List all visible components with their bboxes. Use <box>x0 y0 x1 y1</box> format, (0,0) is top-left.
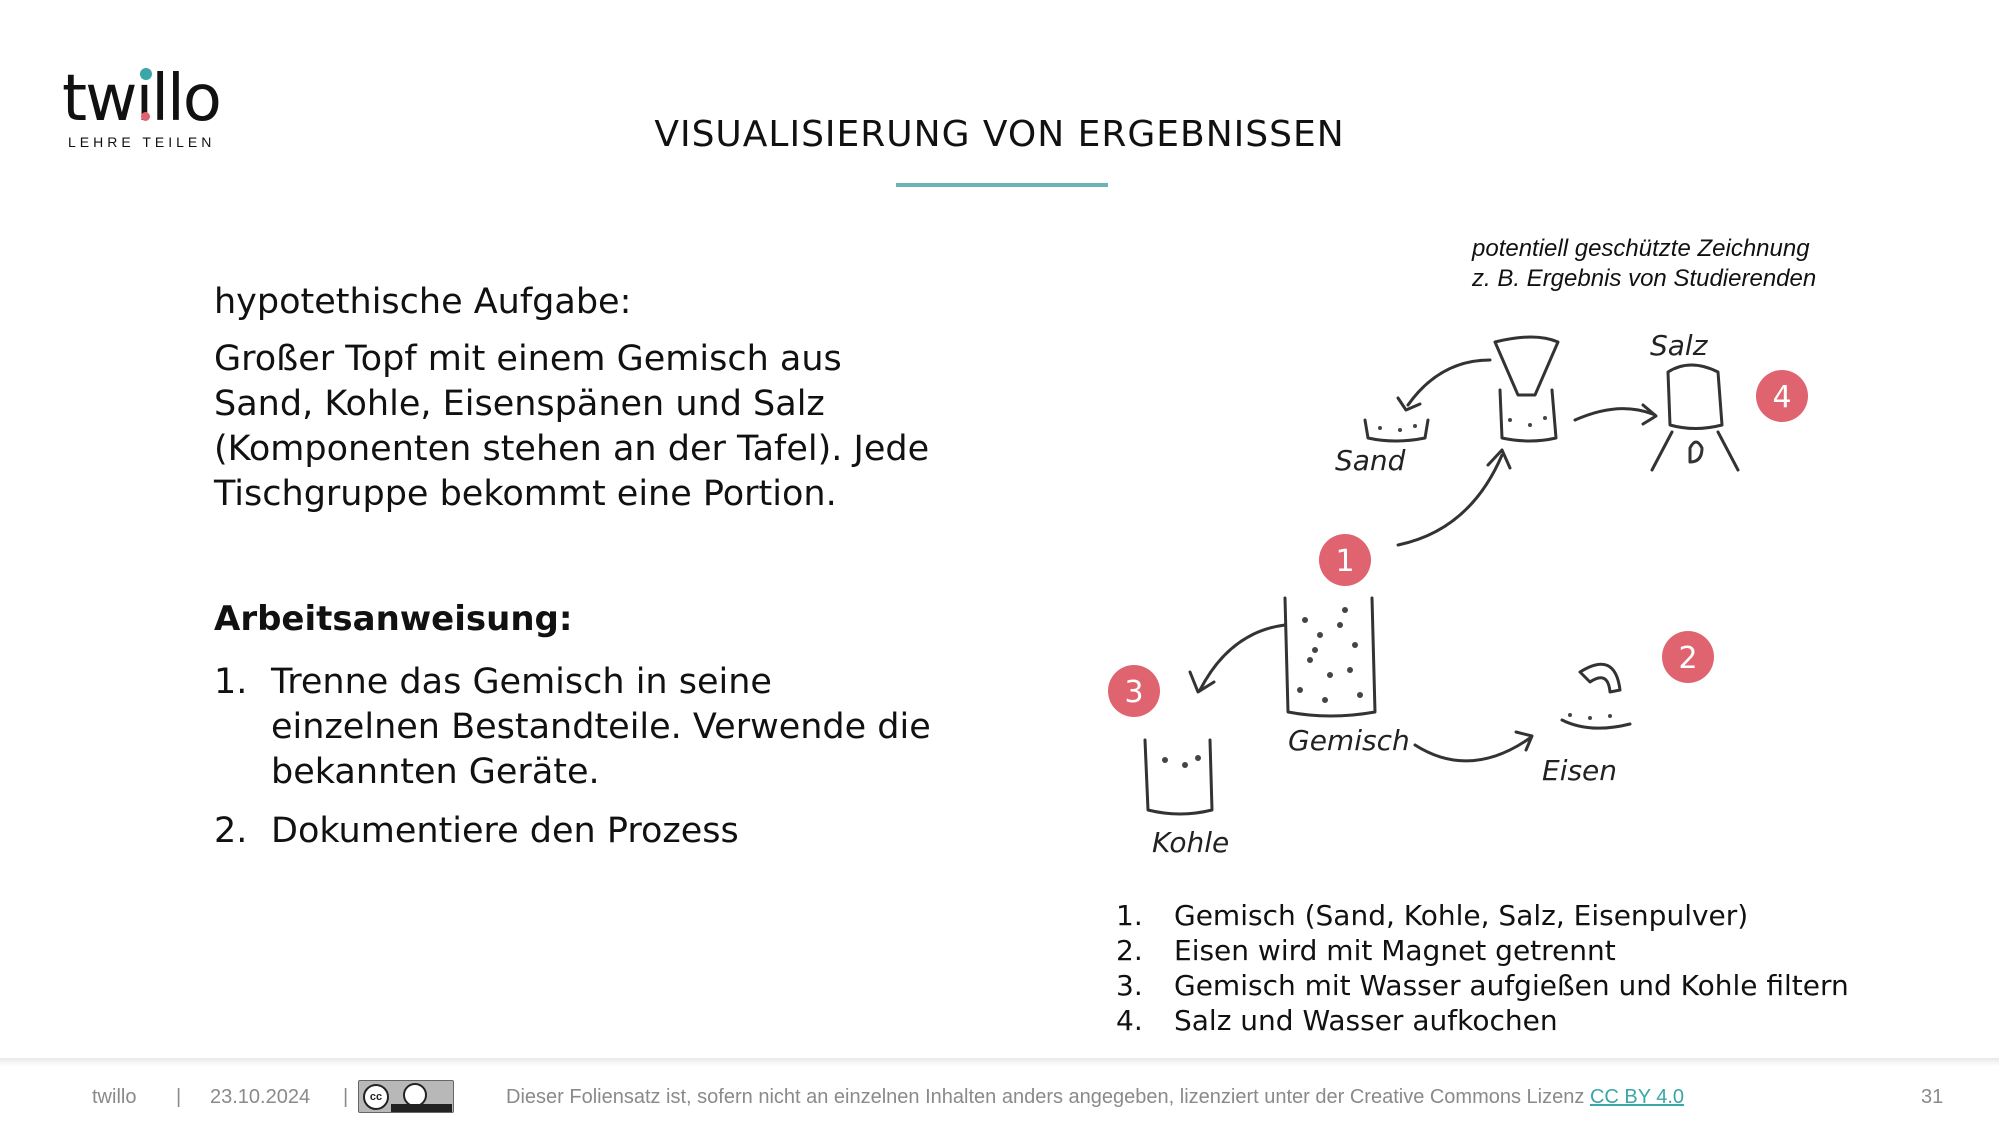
arrow-mix-to-funnel <box>1396 453 1504 547</box>
arrow-head <box>1641 403 1658 426</box>
label-eisen: Eisen <box>1542 754 1617 787</box>
iron-filings-tray <box>1560 718 1632 730</box>
arrow-head <box>1514 730 1534 752</box>
step-text: Eisen wird mit Magnet getrennt <box>1174 934 1616 967</box>
filter-beaker <box>1498 388 1558 443</box>
drawing-caption: potentiell geschützte Zeichnung z. B. Er… <box>1472 234 1816 294</box>
arrow-mix-to-eisen <box>1413 736 1532 763</box>
footer-date: 23.10.2024 <box>210 1086 311 1108</box>
logo-dot-teal <box>140 68 152 80</box>
footer-separator: | <box>176 1086 182 1108</box>
label-salz: Salz <box>1650 329 1709 362</box>
mixture-speckles <box>1162 416 1612 768</box>
burner-legs <box>1650 430 1740 472</box>
salt-beaker <box>1666 363 1724 430</box>
footer-separator: | <box>343 1086 349 1108</box>
caption-line-1: potentiell geschützte Zeichnung <box>1472 235 1810 262</box>
footer: twillo | 23.10.2024 | cc Dieser Foliensa… <box>0 1080 1999 1113</box>
license-link[interactable]: CC BY 4.0 <box>1589 1086 1685 1108</box>
twillo-logo: twillo LEHRE TEILEN <box>62 64 232 154</box>
badge-2-circle <box>1662 631 1714 683</box>
left-content: hypotethische Aufgabe: Großer Topf mit e… <box>214 280 934 868</box>
badge-4-circle <box>1756 370 1808 422</box>
task-label: hypotethische Aufgabe: <box>214 282 632 322</box>
badge-bar <box>391 1104 452 1112</box>
step-text: Gemisch mit Wasser aufgießen und Kohle f… <box>1174 969 1849 1002</box>
instruction-text: Dokumentiere den Prozess <box>271 811 739 851</box>
steps-list: 1. Gemisch (Sand, Kohle, Salz, Eisenpulv… <box>1116 898 1849 1038</box>
cc-icon: cc <box>363 1084 389 1110</box>
cc-by-badge-icon[interactable]: cc <box>358 1080 454 1113</box>
instructions-list: 1. Trenne das Gemisch in seine einzelnen… <box>214 660 934 854</box>
arrow-funnel-to-sand <box>1406 358 1492 407</box>
label-sand: Sand <box>1335 444 1406 477</box>
magnet <box>1578 662 1622 694</box>
instruction-item: 1. Trenne das Gemisch in seine einzelnen… <box>214 660 934 795</box>
slide-title: VISUALISIERUNG VON ERGEBNISSEN <box>654 114 1345 155</box>
burner-flame <box>1688 440 1704 464</box>
step-item: 4. Salz und Wasser aufkochen <box>1116 1003 1849 1038</box>
funnel-shape <box>1493 335 1560 397</box>
step-item: 3. Gemisch mit Wasser aufgießen und Kohl… <box>1116 968 1849 1003</box>
arrow-head <box>1396 396 1422 412</box>
page-number: 31 <box>1921 1086 1944 1108</box>
kohle-beaker <box>1143 738 1214 816</box>
logo-tagline: LEHRE TEILEN <box>68 134 216 150</box>
caption-line-2: z. B. Ergebnis von Studierenden <box>1472 265 1817 292</box>
footer-license: Dieser Foliensatz ist, sofern nicht an e… <box>506 1086 1684 1109</box>
license-text: Dieser Foliensatz ist, sofern nicht an e… <box>506 1086 1585 1108</box>
instructions-heading: Arbeitsanweisung: <box>214 599 573 639</box>
step-number: 4. <box>1116 1004 1143 1037</box>
arrow-funnel-to-salt <box>1573 407 1657 422</box>
step-text: Gemisch (Sand, Kohle, Salz, Eisenpulver) <box>1174 899 1749 932</box>
badge-3: 3 <box>1124 675 1143 710</box>
sand-dish <box>1363 418 1430 443</box>
step-number: 1. <box>1116 899 1143 932</box>
instruction-number: 2. <box>214 811 248 851</box>
footer-brand: twillo <box>92 1086 137 1108</box>
title-underline <box>896 183 1108 187</box>
footer-divider <box>0 1058 1999 1066</box>
label-kohle: Kohle <box>1152 826 1229 859</box>
step-item: 1. Gemisch (Sand, Kohle, Salz, Eisenpulv… <box>1116 898 1849 933</box>
step-text: Salz und Wasser aufkochen <box>1174 1004 1558 1037</box>
arrow-head <box>1486 448 1512 470</box>
step-badges: 1 2 3 4 <box>1108 370 1808 717</box>
mix-beaker <box>1283 596 1377 718</box>
arrow-mix-to-kohle <box>1198 623 1287 692</box>
badge-1-circle <box>1319 534 1371 586</box>
instruction-number: 1. <box>214 662 248 702</box>
step-number: 3. <box>1116 969 1143 1002</box>
label-gemisch: Gemisch <box>1288 724 1410 757</box>
arrow-head <box>1188 670 1216 694</box>
step-number: 2. <box>1116 934 1143 967</box>
instruction-item: 2. Dokumentiere den Prozess <box>214 809 934 854</box>
step-item: 2. Eisen wird mit Magnet getrennt <box>1116 933 1849 968</box>
badge-3-circle <box>1108 665 1160 717</box>
badge-2: 2 <box>1678 641 1697 676</box>
badge-4: 4 <box>1772 380 1791 415</box>
separation-drawing: Sand Salz Gemisch Eisen Kohle 1 2 3 4 <box>1108 329 1808 859</box>
logo-dot-red <box>141 112 150 121</box>
badge-1: 1 <box>1335 544 1354 579</box>
task-text: Großer Topf mit einem Gemisch aus Sand, … <box>214 339 930 514</box>
instruction-text: Trenne das Gemisch in seine einzelnen Be… <box>271 662 931 792</box>
